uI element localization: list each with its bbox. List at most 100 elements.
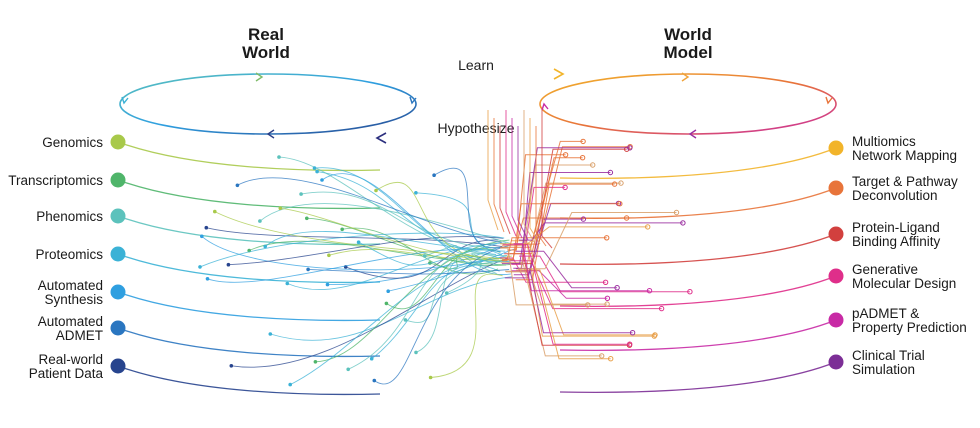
circuit-trace [511, 270, 608, 299]
flow-dot [346, 367, 351, 372]
flow-dot [320, 178, 324, 182]
world-model-arc [559, 147, 837, 180]
flow-dot [414, 191, 418, 195]
circuit-trace [507, 154, 566, 251]
flow-dot [229, 364, 234, 368]
world-model-node-label: Protein-Ligand [852, 220, 940, 235]
flow-dot [403, 318, 408, 322]
flow-line [314, 167, 515, 263]
world-model-node-dot [828, 312, 844, 328]
circuit-trace [500, 262, 602, 357]
circuit-pad [687, 289, 693, 295]
circuit-pad [562, 152, 569, 158]
real-world-arc [117, 179, 381, 210]
world-model-node-label: Simulation [852, 362, 915, 377]
circuit-pad [604, 301, 610, 307]
circuit-trace [517, 126, 529, 241]
flow-line [280, 207, 506, 262]
flow-dot [205, 277, 210, 281]
flow-dot [414, 350, 418, 355]
flow-line [206, 227, 503, 248]
circuit-trace [511, 118, 523, 239]
flow-dot [268, 332, 273, 336]
circuit-trace [519, 222, 683, 241]
circuit-pad [617, 201, 623, 207]
circuit-pad [602, 279, 609, 285]
circuit-pad [645, 224, 651, 230]
circuit-pad [623, 215, 630, 221]
circuit-pad [604, 235, 610, 241]
flow-dot [198, 265, 202, 269]
circuit-trace [541, 110, 553, 249]
flow-dot [263, 244, 268, 249]
circuit-pad [608, 356, 614, 362]
flow-dot [386, 289, 391, 294]
flow-dot [213, 209, 217, 214]
circuit-pad [680, 220, 686, 226]
flow-dot [372, 378, 377, 383]
world-model-node-label: Deconvolution [852, 188, 938, 203]
real-world-node-label: Patient Data [29, 366, 104, 381]
circuit-trace [504, 253, 630, 346]
world-model-title-line2: Model [663, 43, 712, 62]
real-world-arc [117, 215, 381, 246]
world-model-node-label: Binding Affinity [852, 234, 941, 249]
circuit-trace [511, 240, 655, 337]
real-world-cycle-ring [119, 72, 417, 139]
world-model-cycle-ring [539, 72, 837, 139]
circuit-trace [500, 247, 588, 306]
flow-dot [299, 192, 303, 196]
circuit-trace [511, 186, 566, 265]
real-world-arc [117, 291, 381, 322]
flow-dot [325, 282, 330, 287]
world-model-arc-stack [559, 147, 837, 394]
data-flow-lines [198, 155, 515, 387]
real-world-node-dot [110, 172, 126, 188]
world-model-arc [559, 319, 837, 352]
circuit-pad [658, 305, 665, 312]
world-model-node-label: Molecular Design [852, 276, 956, 291]
flow-dot [278, 206, 283, 210]
circuit-pad [611, 181, 618, 187]
circuit-trace [502, 244, 630, 345]
flow-line [388, 248, 515, 292]
flow-line [228, 236, 504, 266]
real-world-node-dot [110, 208, 126, 224]
flow-dot [374, 188, 378, 193]
flow-dot [305, 216, 309, 221]
flow-dot [327, 253, 331, 258]
world-model-node-label: Generative [852, 262, 918, 277]
world-model-node-label: Network Mapping [852, 148, 957, 163]
flow-dot [306, 267, 310, 272]
flow-dot [277, 155, 281, 159]
circuit-trace [493, 118, 505, 233]
flow-dot [288, 382, 293, 387]
flow-line [278, 156, 508, 257]
circuit-pad [580, 138, 586, 145]
world-model-node-label: Clinical Trial [852, 348, 925, 363]
circuit-trace [505, 203, 620, 260]
flow-line [207, 248, 501, 283]
circuit-pad [607, 169, 614, 176]
flow-dot [369, 356, 374, 361]
circuit-pad [618, 180, 624, 186]
circuit-pad [652, 332, 658, 338]
flow-dot [340, 227, 345, 232]
flow-line [259, 203, 511, 244]
flow-dot [422, 254, 427, 258]
world-model-node-dot [828, 226, 844, 242]
circuit-pad [646, 288, 653, 294]
flow-line [433, 167, 504, 249]
circuit-pad [673, 209, 680, 216]
world-model-node-label: Property Prediction [852, 320, 967, 335]
circuit-pad [599, 353, 605, 359]
real-world-arc [117, 253, 381, 284]
flow-line [308, 268, 510, 275]
world-model-arc [559, 275, 837, 308]
world-model-node-label: Target & Pathway [852, 174, 958, 189]
circuit-trace [516, 269, 655, 336]
flow-dot [200, 234, 204, 239]
flow-line [348, 249, 496, 370]
flow-dot [313, 360, 318, 364]
